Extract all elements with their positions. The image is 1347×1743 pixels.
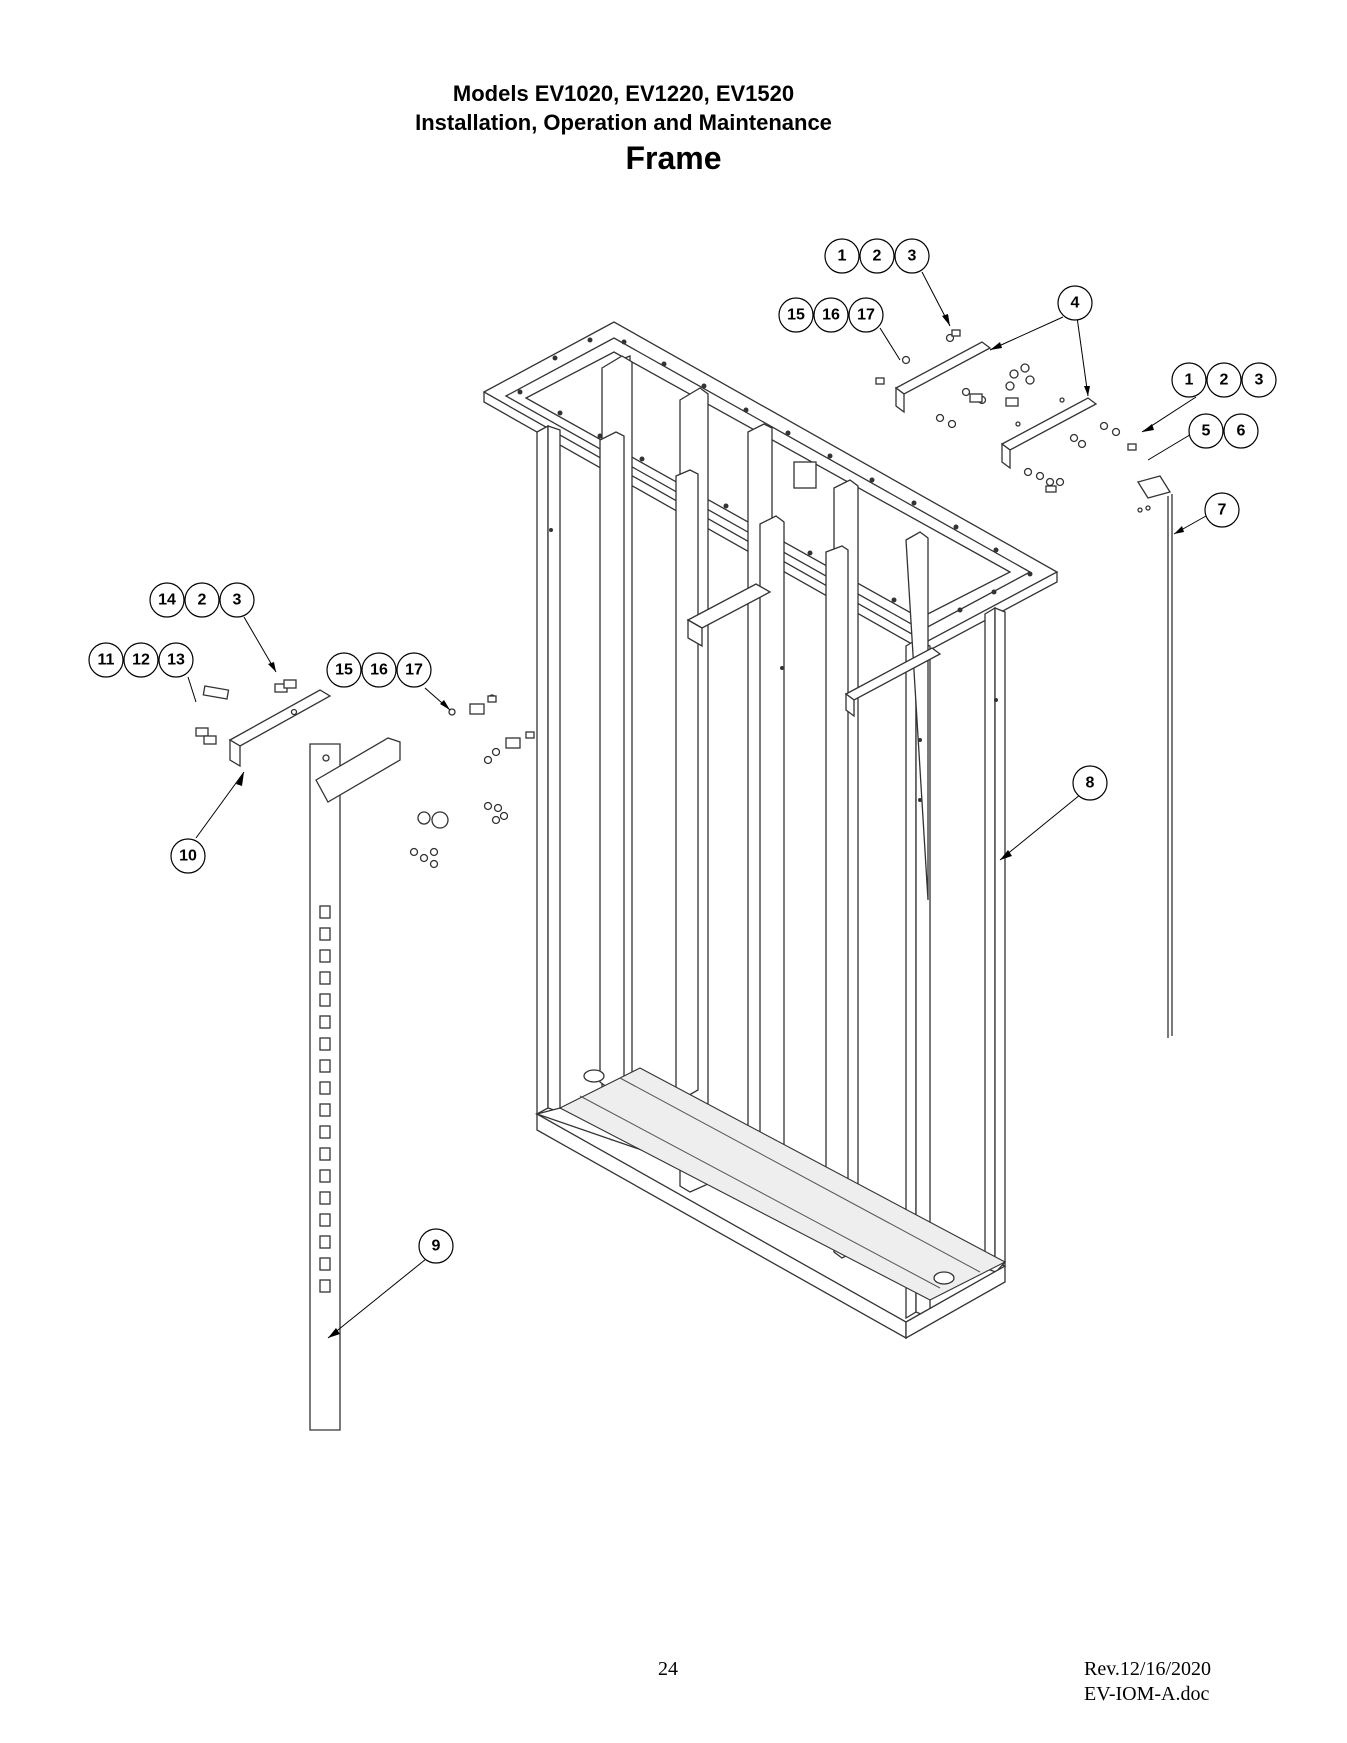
callout-circle (824, 238, 860, 274)
document-filename: EV-IOM-A.doc (1084, 1683, 1210, 1705)
callout-c-8: 8 (1072, 765, 1108, 801)
callout-circle (361, 652, 397, 688)
callout-circle (1206, 362, 1242, 398)
callout-circle (219, 582, 255, 618)
callout-c-4: 4 (1057, 285, 1093, 321)
callout-c-15b: 15 16 17 (326, 652, 432, 688)
callout-number: 2 (1220, 372, 1229, 389)
frame-assembly (482, 321, 1059, 1340)
callout-circle (1057, 285, 1093, 321)
callout-number: 6 (1237, 423, 1246, 440)
top-right-hardware (875, 329, 1173, 1038)
callout-circle (1241, 362, 1277, 398)
callout-number: 3 (908, 248, 917, 265)
callout-number: 15 (335, 662, 353, 679)
callout-number: 1 (838, 248, 847, 265)
callout-circle (1171, 362, 1207, 398)
callout-number: 2 (198, 592, 207, 609)
callout-c-1a: 1 2 3 (824, 238, 930, 274)
document-models-title: Models EV1020, EV1220, EV1520 (452, 81, 795, 106)
callout-circle (1072, 765, 1108, 801)
callout-number: 7 (1218, 502, 1227, 519)
callout-circle (396, 652, 432, 688)
callout-circle (88, 642, 124, 678)
callout-c-11: 11 12 13 (88, 642, 194, 678)
strip-slots (319, 905, 331, 1293)
callout-circle (894, 238, 930, 274)
callout-circle (778, 297, 814, 333)
callout-c-9: 9 (418, 1228, 454, 1264)
callout-circle (158, 642, 194, 678)
document-subtitle: Installation, Operation and Maintenance (415, 110, 832, 135)
callout-number: 4 (1071, 295, 1080, 312)
callout-circle (859, 238, 895, 274)
callout-circle (184, 582, 220, 618)
callout-number: 10 (179, 848, 197, 865)
callout-circle (170, 838, 206, 874)
callout-number: 16 (822, 307, 840, 324)
callout-circle (149, 582, 185, 618)
callout-number: 15 (787, 307, 805, 324)
leader-lines (187, 271, 1207, 1339)
callout-number: 2 (873, 248, 882, 265)
callout-c-1b: 1 2 3 (1171, 362, 1277, 398)
callout-circle (418, 1228, 454, 1264)
callout-number: 17 (405, 662, 423, 679)
callout-c-10: 10 (170, 838, 206, 874)
callout-number: 13 (167, 652, 185, 669)
callout-number: 11 (98, 652, 115, 669)
callout-number: 1 (1185, 372, 1194, 389)
callout-number: 17 (857, 307, 875, 324)
callout-circle (813, 297, 849, 333)
callout-c-7: 7 (1204, 492, 1240, 528)
callout-number: 3 (233, 592, 242, 609)
callout-circle (1204, 492, 1240, 528)
callout-circle (1223, 413, 1259, 449)
revision-date: Rev.12/16/2020 (1084, 1658, 1212, 1680)
callout-number: 12 (132, 652, 150, 669)
callout-circle (123, 642, 159, 678)
callout-circle (1188, 413, 1224, 449)
section-title: Frame (625, 140, 722, 176)
callout-circle (848, 297, 884, 333)
callout-c-14: 14 2 3 (149, 582, 255, 618)
callout-number: 3 (1255, 372, 1264, 389)
callout-number: 9 (432, 1238, 441, 1255)
callout-number: 5 (1202, 423, 1211, 440)
callout-circle (326, 652, 362, 688)
callout-number: 16 (370, 662, 388, 679)
left-hardware (195, 679, 535, 1431)
callout-number: 14 (158, 592, 176, 609)
page-number: 24 (658, 1658, 678, 1680)
callout-number: 8 (1086, 775, 1095, 792)
callout-c-15a: 15 16 17 (778, 297, 884, 333)
